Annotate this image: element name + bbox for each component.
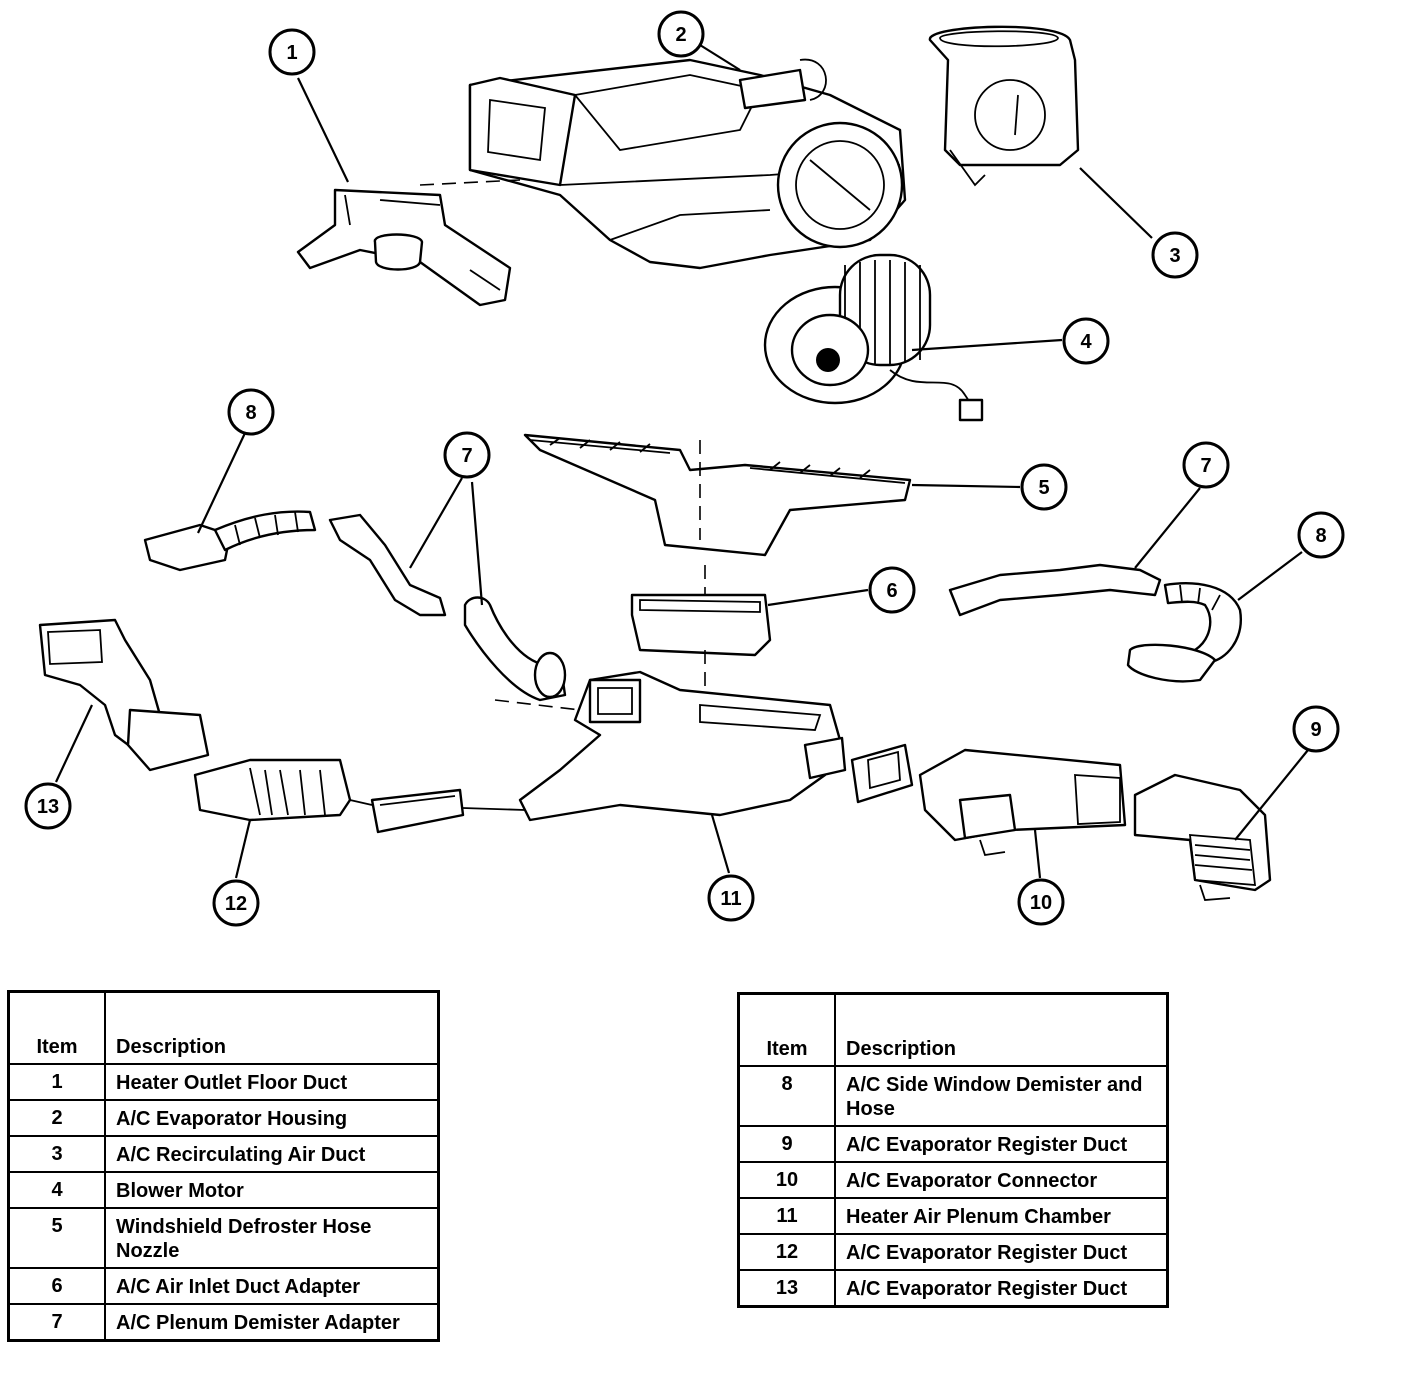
- callout-2: 2: [657, 10, 705, 58]
- description-column-header: Description: [834, 992, 1169, 1067]
- callout-7-right: 7: [1182, 441, 1230, 489]
- register-duct-12-drawing: [193, 758, 526, 834]
- inlet-adapter-drawing: [630, 565, 772, 690]
- svg-text:7: 7: [1200, 455, 1211, 477]
- callout-8-left: 8: [227, 388, 275, 436]
- svg-text:2: 2: [675, 24, 686, 46]
- callout-11: 11: [707, 874, 755, 922]
- item-description: Heater Air Plenum Chamber: [834, 1197, 1169, 1235]
- item-description: A/C Side Window Demister and Hose: [834, 1065, 1169, 1127]
- item-description: A/C Evaporator Register Duct: [834, 1233, 1169, 1271]
- item-number: 4: [7, 1171, 106, 1209]
- register-duct-9-drawing: [1133, 773, 1272, 901]
- item-description: A/C Evaporator Register Duct: [834, 1269, 1169, 1308]
- svg-text:1: 1: [286, 42, 297, 64]
- exploded-parts-diagram: 1 2 3 4 5 6 7 7 8 8 9 10 11 12 13: [24, 10, 1345, 927]
- evaporator-housing-drawing: [419, 58, 907, 270]
- item-description: A/C Air Inlet Duct Adapter: [104, 1267, 440, 1305]
- item-description: Windshield Defroster Hose Nozzle: [104, 1207, 440, 1269]
- legend-header-row: Item Description: [737, 992, 1169, 1067]
- side-demister-right-drawing: [948, 563, 1242, 683]
- legend-header-row: Item Description: [7, 990, 440, 1065]
- callout-8-right: 8: [1297, 511, 1345, 559]
- plenum-chamber-drawing: [494, 670, 847, 822]
- floor-duct-drawing: [296, 188, 512, 307]
- defroster-nozzle-drawing: [523, 433, 912, 557]
- callout-9: 9: [1292, 705, 1340, 753]
- item-number: 2: [7, 1099, 106, 1137]
- item-number: 6: [7, 1267, 106, 1305]
- svg-text:10: 10: [1030, 892, 1052, 914]
- svg-text:12: 12: [225, 893, 247, 915]
- svg-text:13: 13: [37, 796, 59, 818]
- leader-lines: [55, 44, 1309, 879]
- register-duct-13-drawing: [38, 618, 210, 772]
- callout-7-left: 7: [443, 431, 491, 479]
- callout-10: 10: [1017, 878, 1065, 926]
- svg-text:3: 3: [1169, 245, 1180, 267]
- item-number: 7: [7, 1303, 106, 1342]
- recirculating-duct-drawing: [928, 25, 1080, 187]
- item-number: 13: [737, 1269, 836, 1308]
- item-number: 1: [7, 1063, 106, 1101]
- item-description: A/C Recirculating Air Duct: [104, 1135, 440, 1173]
- item-column-header: Item: [7, 990, 106, 1065]
- callout-5: 5: [1020, 463, 1068, 511]
- item-description: Blower Motor: [104, 1171, 440, 1209]
- callout-3: 3: [1151, 231, 1199, 279]
- callout-12: 12: [212, 879, 260, 927]
- item-description: A/C Plenum Demister Adapter: [104, 1303, 440, 1342]
- description-column-header: Description: [104, 990, 440, 1065]
- item-description: A/C Evaporator Connector: [834, 1161, 1169, 1199]
- svg-text:11: 11: [720, 888, 741, 910]
- item-number: 11: [737, 1197, 836, 1235]
- side-demister-left-drawing: [143, 510, 317, 572]
- item-number: 8: [737, 1065, 836, 1127]
- item-number: 3: [7, 1135, 106, 1173]
- item-number: 10: [737, 1161, 836, 1199]
- svg-text:4: 4: [1080, 331, 1092, 353]
- connector-10-drawing: [850, 743, 1127, 857]
- item-description: A/C Evaporator Register Duct: [834, 1125, 1169, 1163]
- item-number: 9: [737, 1125, 836, 1163]
- blower-motor-drawing: [763, 253, 984, 422]
- callout-1: 1: [268, 28, 316, 76]
- demister-adapter-left-drawing: [328, 513, 567, 702]
- svg-text:5: 5: [1038, 477, 1049, 499]
- callout-13: 13: [24, 782, 72, 830]
- item-description: Heater Outlet Floor Duct: [104, 1063, 440, 1101]
- item-column-header: Item: [737, 992, 836, 1067]
- item-number: 5: [7, 1207, 106, 1269]
- callout-6: 6: [868, 566, 916, 614]
- svg-text:8: 8: [1315, 525, 1326, 547]
- svg-text:8: 8: [245, 402, 256, 424]
- svg-text:9: 9: [1310, 719, 1321, 741]
- svg-text:7: 7: [461, 445, 472, 467]
- callout-4: 4: [1062, 317, 1110, 365]
- item-number: 12: [737, 1233, 836, 1271]
- item-description: A/C Evaporator Housing: [104, 1099, 440, 1137]
- svg-text:6: 6: [886, 580, 897, 602]
